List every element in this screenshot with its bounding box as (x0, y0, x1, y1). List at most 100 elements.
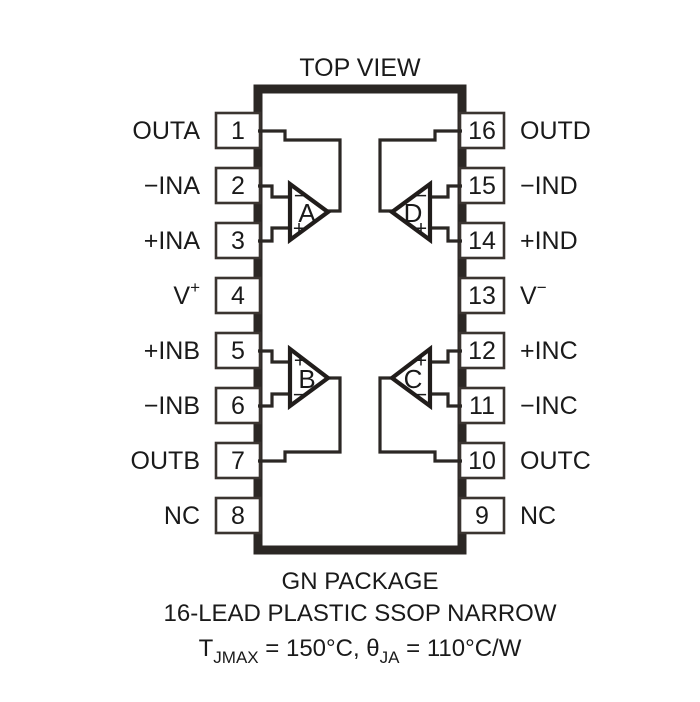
pin-left-7: 7 OUTB (131, 441, 262, 480)
pin-box (458, 221, 506, 260)
pin-number: 16 (468, 117, 496, 145)
pin-left-1: 1 OUTA (132, 111, 262, 150)
wire-amp-b-inverting-input (258, 392, 290, 408)
pin-box (458, 276, 506, 315)
pin-number: 10 (468, 447, 496, 475)
pin-left-4: 4 V+ (173, 276, 262, 315)
amp-d-triangle (388, 179, 433, 245)
pin-box (458, 496, 506, 535)
pin-signal-superscript: − (537, 278, 547, 297)
amp-d-letter: D (404, 198, 423, 228)
pin-number: 13 (468, 282, 496, 310)
pin-signal-label: −INA (144, 172, 201, 200)
pin-right-15: 15 −IND (458, 166, 578, 205)
pin-number: 6 (231, 392, 245, 420)
pin-signal-label: −INC (520, 392, 578, 420)
package-description-caption: 16-LEAD PLASTIC SSOP NARROW (164, 600, 557, 627)
pin-signal-label: −INB (144, 392, 200, 420)
pin-signal-label: OUTA (132, 117, 200, 145)
pin-number: 15 (468, 172, 496, 200)
amp-b-bottom-sign: − (293, 384, 305, 407)
amp-b-top-sign: + (294, 350, 306, 373)
pin-left-6: 6 −INB (144, 386, 262, 425)
pin-number: 9 (475, 502, 489, 530)
pin-signal-label: +INC (520, 337, 578, 365)
pin-right-9: 9 NC (458, 496, 556, 535)
amp-d-top-sign: − (415, 185, 427, 208)
theta-subscript: JA (380, 648, 401, 667)
wire-amp-b-noninverting-input (258, 349, 290, 364)
package-name-caption: GN PACKAGE (282, 568, 439, 595)
pin-signal-label: V− (520, 278, 547, 311)
pin-signal-label: NC (164, 502, 200, 530)
pin-number: 4 (231, 282, 245, 310)
pin-number: 11 (469, 392, 495, 420)
thermal-spec-caption: TJMAX = 150°C, θJA = 110°C/W (199, 635, 522, 667)
amp-a-letter: A (298, 198, 316, 228)
wire-amp-a-noninverting-input (258, 226, 290, 243)
theta-value: = 110°C/W (400, 635, 522, 662)
pin-number: 2 (231, 172, 245, 200)
pin-left-5: 5 +INB (144, 331, 262, 370)
amp-c-bottom-sign: − (415, 384, 427, 407)
amp-c-triangle (388, 344, 433, 411)
pin-signal-label: OUTC (520, 447, 591, 475)
pin-signal-label: OUTD (520, 117, 591, 145)
tjmax-subscript: JMAX (213, 648, 258, 667)
wire-amp-c-output (378, 376, 462, 463)
pin-signal-base: V (520, 282, 537, 310)
amp-b-triangle (287, 344, 332, 411)
theta-symbol: θ (366, 635, 379, 662)
pin-signal-base: V (173, 282, 190, 310)
amp-a-bottom-sign: + (293, 218, 305, 241)
wire-amp-a-output (258, 129, 342, 213)
pin-signal-label: +INA (144, 227, 201, 255)
pin-number: 14 (468, 227, 496, 255)
pin-box (214, 276, 262, 315)
pin-box (214, 496, 262, 535)
pin-left-3: 3 +INA (144, 221, 262, 260)
pin-box (458, 331, 506, 370)
wire-amp-c-inverting-input (430, 392, 462, 408)
package-body-outline (253, 84, 467, 555)
pin-right-14: 14 +IND (458, 221, 578, 260)
top-view-title: TOP VIEW (299, 54, 421, 82)
pin-left-8: 8 NC (164, 496, 262, 535)
pin-left-2: 2 −INA (144, 166, 262, 205)
pin-box (214, 111, 262, 150)
wire-amp-d-noninverting-input (430, 226, 462, 243)
pin-signal-label: −IND (520, 172, 578, 200)
pin-box (214, 166, 262, 205)
pin-right-11: 11 −INC (458, 386, 578, 425)
pin-number: 8 (231, 502, 245, 530)
pin-signal-superscript: + (190, 278, 200, 297)
tjmax-value: = 150°C, (259, 635, 367, 662)
amp-a-triangle (287, 179, 332, 245)
wire-amp-d-output (378, 129, 462, 213)
pin-signal-label: OUTB (131, 447, 200, 475)
pin-box (214, 331, 262, 370)
pin-signal-label: +INB (144, 337, 200, 365)
pin-right-10: 10 OUTC (458, 441, 591, 480)
pin-right-16: 16 OUTD (458, 111, 591, 150)
pin-number: 3 (231, 227, 245, 255)
pin-right-12: 12 +INC (458, 331, 578, 370)
pin-number: 5 (231, 337, 245, 365)
wire-amp-a-inverting-input (258, 184, 290, 199)
tjmax-symbol: T (199, 635, 214, 662)
pin-number: 7 (231, 447, 245, 475)
pin-signal-label: NC (520, 502, 556, 530)
pin-right-13: 13 V− (458, 276, 547, 315)
wire-amp-b-output (258, 376, 342, 463)
pin-number: 12 (468, 337, 496, 365)
wire-amp-c-noninverting-input (430, 349, 462, 364)
amp-c-top-sign: + (415, 350, 427, 373)
amp-a-top-sign: − (294, 185, 306, 208)
pin-box (458, 386, 506, 425)
pin-number: 1 (231, 117, 245, 145)
amp-b-letter: B (298, 364, 315, 394)
wire-amp-d-inverting-input (430, 184, 462, 199)
pin-box (214, 221, 262, 260)
